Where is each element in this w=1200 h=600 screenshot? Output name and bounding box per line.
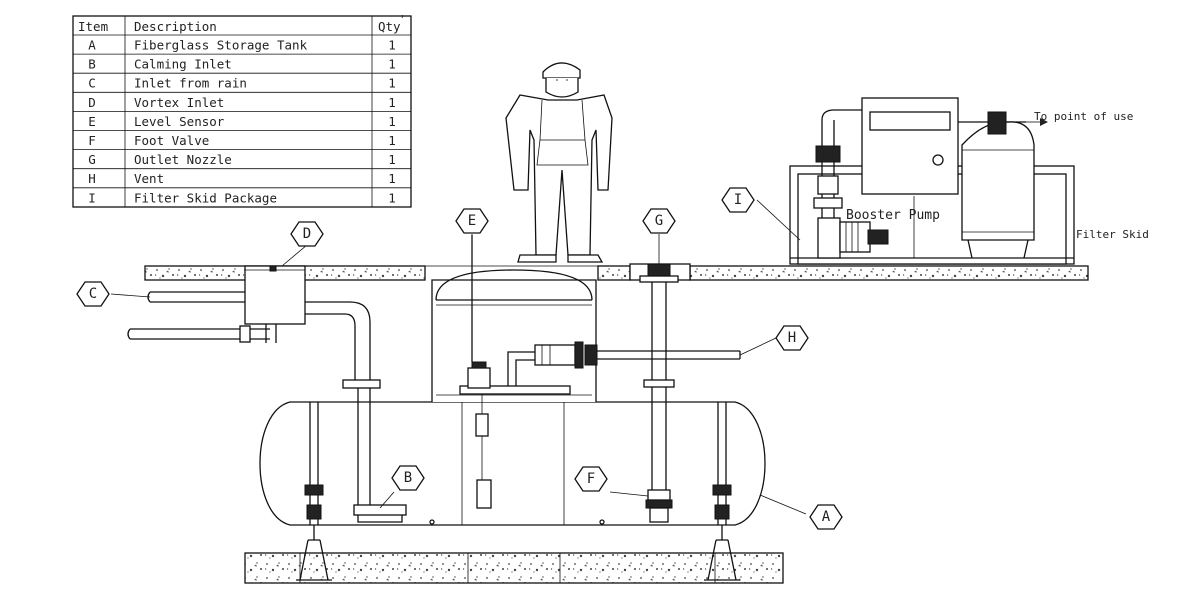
svg-text:F: F — [587, 471, 595, 487]
table-cell-description: Vortex Inlet — [134, 95, 224, 110]
table-header-qty: Qty — [378, 19, 401, 34]
svg-text:A: A — [822, 509, 831, 525]
to-point-of-use-label: To point of use — [1034, 110, 1133, 123]
fiberglass-storage-tank — [259, 401, 766, 581]
level-sensor — [471, 235, 492, 509]
callout-c: C — [76, 281, 110, 307]
table-cell-item: I — [88, 190, 96, 205]
callout-a: A — [809, 504, 843, 530]
svg-text:B: B — [404, 470, 412, 486]
table-cell-qty: 1 — [388, 171, 396, 186]
calming-inlet — [305, 301, 407, 523]
table-cell-qty: 1 — [388, 133, 396, 148]
table-header-description: Description — [134, 19, 217, 34]
table-cell-description: Inlet from rain — [134, 76, 247, 91]
table-cell-item: C — [88, 76, 96, 91]
table-cell-item: E — [88, 114, 96, 129]
foot-valve — [645, 489, 673, 523]
svg-text:I: I — [734, 192, 742, 208]
pressure-tank — [958, 111, 1035, 259]
table-cell-item: H — [88, 171, 96, 186]
table-cell-qty: 1 — [388, 190, 396, 205]
vortex-inlet — [244, 265, 306, 325]
table-cell-qty: 1 — [388, 114, 396, 129]
svg-text:C: C — [89, 286, 97, 302]
callout-b: B — [391, 465, 425, 491]
table-cell-description: Filter Skid Package — [134, 190, 277, 205]
vent-pipe — [597, 350, 741, 360]
table-cell-description: Level Sensor — [134, 114, 225, 129]
table-cell-item: B — [88, 57, 96, 72]
submersible-pump — [459, 341, 598, 395]
table-cell-description: Fiberglass Storage Tank — [134, 38, 308, 53]
table-header-qty-mark: ' — [399, 13, 406, 26]
table-cell-qty: 1 — [388, 76, 396, 91]
table-cell-qty: 1 — [388, 95, 396, 110]
table-cell-item: D — [88, 95, 96, 110]
inlet-from-rain-pipes — [127, 291, 277, 343]
booster-pump-label: Booster Pump — [846, 208, 940, 223]
table-cell-description: Calming Inlet — [134, 57, 232, 72]
table-cell-description: Outlet Nozzle — [134, 152, 232, 167]
callout-h: H — [775, 325, 809, 351]
callout-f: F — [574, 466, 608, 492]
table-cell-qty: 1 — [388, 38, 396, 53]
table-cell-item: A — [88, 38, 96, 53]
access-riser — [431, 269, 597, 402]
svg-text:E: E — [468, 213, 476, 229]
tank-strap-left — [296, 402, 332, 581]
outlet-nozzle — [639, 263, 679, 490]
person-scale-figure — [505, 62, 613, 263]
table-cell-description: Foot Valve — [134, 133, 209, 148]
callout-d: D — [290, 221, 324, 247]
tank-base-slab — [244, 552, 784, 584]
callout-i: I — [721, 187, 755, 213]
booster-pump — [813, 109, 889, 259]
table-cell-qty: 1 — [388, 57, 396, 72]
control-panel — [861, 97, 959, 195]
svg-text:H: H — [788, 330, 796, 346]
table-cell-item: F — [88, 133, 96, 148]
filter-skid-label: Filter Skid — [1076, 228, 1149, 241]
svg-text:G: G — [655, 213, 663, 229]
table-cell-description: Vent — [134, 171, 164, 186]
table-header-item: Item — [78, 19, 108, 34]
callout-e: E — [455, 208, 489, 234]
table-cell-item: G — [88, 152, 96, 167]
to-point-of-use-arrow — [1040, 118, 1048, 126]
tank-strap-right — [704, 402, 740, 581]
callout-g: G — [642, 208, 676, 234]
svg-text:D: D — [303, 226, 311, 242]
table-cell-qty: 1 — [388, 152, 396, 167]
item-table: Item Description Qty ' A Fiberglass Stora… — [72, 13, 412, 208]
